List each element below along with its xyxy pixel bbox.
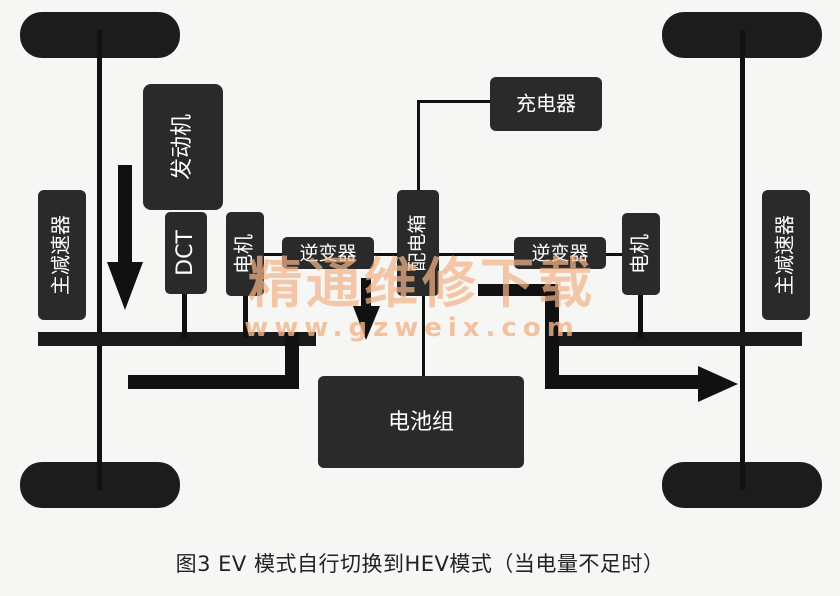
arrow-engine-body	[118, 165, 132, 265]
inverter-right-label: 逆变器	[531, 243, 588, 265]
watermark-url: www.gzweix.com	[244, 313, 580, 343]
final-drive-right-box	[762, 190, 810, 320]
wire-charger-v	[417, 100, 420, 190]
axle-right	[740, 30, 745, 490]
wire-charger-h	[417, 100, 490, 103]
final-drive-left-label: 主减速器	[49, 215, 73, 295]
wire-main	[262, 253, 642, 256]
inverter-left-label: 逆变器	[299, 243, 356, 265]
motor-left-shaft	[243, 292, 248, 338]
arrow-engine-head	[107, 262, 143, 310]
watermark-chinese: 精通维修下载	[248, 251, 596, 315]
motor-left-label: 电机	[232, 234, 256, 274]
flow-arrow-right-head	[698, 366, 738, 402]
final-drive-right-label: 主减速器	[773, 215, 797, 295]
motor-right-shaft	[638, 290, 643, 338]
wire-battery	[422, 296, 425, 378]
battery-pack-label: 电池组	[388, 410, 454, 435]
flow-bar-top	[478, 284, 558, 296]
dct-box	[165, 212, 207, 294]
arrow-battery-head	[353, 306, 380, 340]
dct-label: DCT	[173, 230, 198, 276]
flow-path-right	[545, 290, 700, 389]
arrow-battery-body	[361, 278, 371, 310]
inverter-left-box	[282, 237, 374, 269]
axle-left	[97, 30, 102, 490]
flow-path-left	[128, 332, 299, 389]
charger-label: 充电器	[516, 92, 576, 116]
engine-label: 发动机	[170, 114, 195, 180]
engine-box	[143, 84, 223, 210]
power-distribution-label: 配电箱	[407, 214, 429, 271]
figure-caption: 图3 EV 模式自行切换到HEV模式（当电量不足时）	[175, 552, 665, 576]
power-distribution-box	[397, 190, 439, 296]
motor-right-label: 电机	[628, 234, 652, 274]
charger-box	[490, 77, 602, 131]
motor-left-box	[226, 212, 264, 296]
shaft-right	[552, 332, 802, 346]
dct-shaft	[182, 292, 187, 338]
final-drive-left-box	[38, 190, 86, 320]
inverter-right-box	[514, 237, 606, 269]
battery-pack-box	[318, 376, 524, 468]
motor-right-box	[622, 213, 660, 295]
